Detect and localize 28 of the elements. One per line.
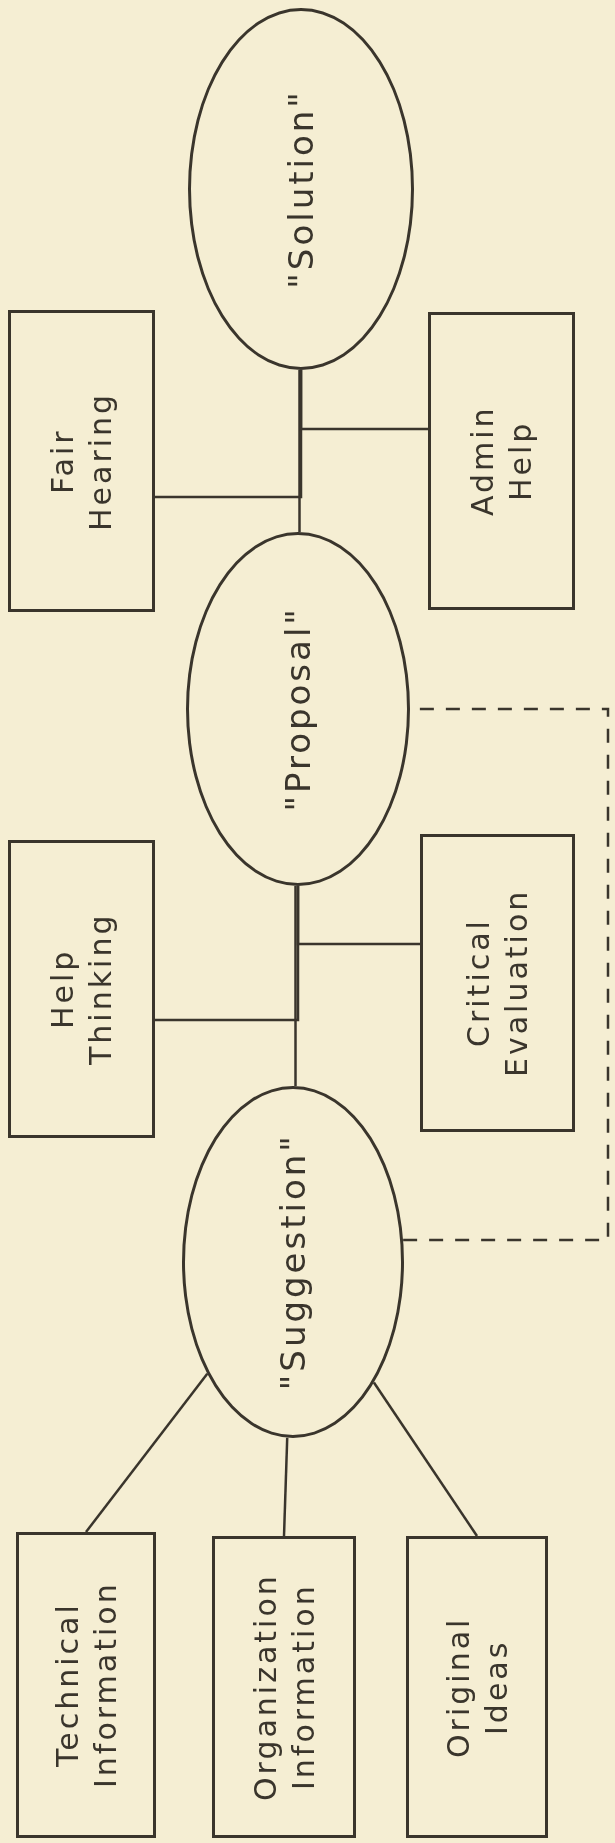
dashed-connector bbox=[403, 707, 610, 1242]
node-label: Technical Information bbox=[48, 1580, 123, 1791]
connector-line bbox=[372, 1381, 479, 1537]
oval-node bbox=[188, 8, 414, 370]
connector-line bbox=[294, 885, 297, 1087]
node-label: Critical Evaluation bbox=[460, 887, 535, 1080]
connector-line bbox=[299, 370, 428, 431]
text-box bbox=[428, 312, 575, 610]
oval-node bbox=[182, 1086, 404, 1438]
node-label: Organization Information bbox=[246, 1572, 321, 1803]
connector-line bbox=[282, 1437, 289, 1537]
node-label: Help Thinking bbox=[44, 911, 119, 1068]
text-box bbox=[16, 1532, 156, 1838]
oval-node bbox=[186, 532, 410, 886]
text-box bbox=[212, 1536, 356, 1838]
text-box bbox=[406, 1536, 548, 1838]
node-label: Fair Hearing bbox=[44, 390, 119, 533]
text-box bbox=[420, 834, 575, 1132]
connector-line bbox=[298, 370, 301, 532]
text-box bbox=[8, 840, 155, 1138]
node-label: "Suggestion" bbox=[271, 1133, 314, 1391]
node-label: "Proposal" bbox=[276, 606, 319, 812]
node-label: "Solution" bbox=[279, 89, 322, 289]
connector-line bbox=[296, 886, 420, 946]
text-box bbox=[8, 310, 155, 612]
node-label: Admin Help bbox=[464, 404, 539, 519]
node-label: Original Ideas bbox=[439, 1615, 514, 1760]
connector-line bbox=[85, 1373, 209, 1533]
